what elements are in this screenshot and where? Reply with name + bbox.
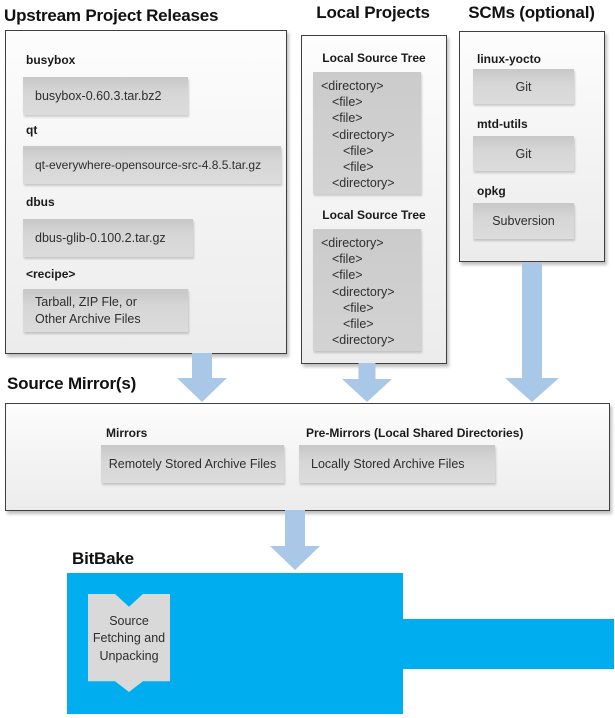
scm-tool-box: Git (473, 136, 574, 171)
scm-tool-box: Subversion (473, 203, 574, 239)
scm-tool-name: Subversion (492, 214, 555, 228)
scm-project-label: mtd-utils (477, 117, 528, 131)
bitbake-output-bar (403, 619, 614, 669)
tree-entry: <directory> (332, 127, 395, 142)
archive-box: busybox-0.60.3.tar.bz2 (23, 77, 188, 115)
scm-tool-name: Git (515, 79, 532, 94)
archive-box: Tarball, ZIP Fle, or Other Archive Files (23, 289, 188, 332)
scm-project-label: linux-yocto (477, 52, 542, 66)
source-mirrors-panel: Mirrors Remotely Stored Archive Files Pr… (5, 403, 610, 511)
upstream-panel: busybox busybox-0.60.3.tar.bz2 qt qt-eve… (5, 30, 287, 354)
archive-box: dbus-glib-0.100.2.tar.gz (23, 219, 193, 257)
local-projects-heading: Local Projects (316, 3, 430, 22)
mirrors-box: Remotely Stored Archive Files (101, 445, 284, 483)
upstream-heading: Upstream Project Releases (4, 6, 219, 25)
down-arrow-icon (177, 353, 227, 402)
tree-entry: <file> (343, 317, 374, 332)
bitbake-heading: BitBake (72, 549, 134, 568)
premirrors-box-text: Locally Stored Archive Files (311, 457, 465, 471)
premirrors-box: Locally Stored Archive Files (299, 445, 495, 483)
tree-entry: <directory> (332, 333, 395, 348)
package-label: dbus (26, 195, 55, 209)
package-label: qt (26, 123, 38, 137)
source-fetching-banner: Source Fetching and Unpacking (88, 594, 170, 692)
tree-entry: <file> (332, 111, 363, 126)
tree-entry: <file> (343, 300, 374, 315)
archive-filename: Tarball, ZIP Fle, or Other Archive Files (35, 294, 141, 326)
source-tree-label: Local Source Tree (322, 208, 426, 222)
scm-project-label: opkg (477, 184, 506, 198)
source-tree-label: Local Source Tree (322, 51, 426, 65)
source-tree-box: <directory> <file> <file> <directory> <f… (313, 72, 421, 194)
tree-entry: <file> (332, 252, 363, 267)
source-fetching-banner-text: Source Fetching and Unpacking (92, 613, 166, 663)
scm-tool-box: Git (473, 69, 574, 104)
tree-entry: <file> (332, 268, 363, 283)
archive-filename: qt-everywhere-opensource-src-4.8.5.tar.g… (35, 158, 262, 172)
premirrors-label: Pre-Mirrors (Local Shared Directories) (306, 426, 524, 440)
down-arrow-icon (270, 510, 320, 570)
source-mirrors-heading: Source Mirror(s) (7, 374, 137, 393)
scms-heading: SCMs (optional) (468, 3, 595, 22)
archive-filename: dbus-glib-0.100.2.tar.gz (35, 231, 166, 245)
scms-panel: linux-yocto Git mtd-utils Git opkg Subve… (459, 31, 605, 262)
tree-entry: <file> (343, 143, 374, 158)
down-arrow-icon (505, 263, 559, 402)
mirrors-box-text: Remotely Stored Archive Files (108, 457, 277, 471)
tree-entry: <directory> (332, 284, 395, 299)
scm-tool-name: Git (515, 146, 532, 161)
archive-filename: busybox-0.60.3.tar.bz2 (35, 89, 162, 103)
local-projects-panel: Local Source Tree <directory> <file> <fi… (301, 35, 447, 364)
tree-entry: <directory> (321, 79, 384, 93)
down-arrow-icon (342, 363, 392, 402)
package-label: busybox (26, 53, 76, 67)
mirrors-label: Mirrors (106, 426, 148, 440)
tree-entry: <directory> (321, 236, 384, 250)
tree-entry: <directory> (332, 176, 395, 191)
tree-entry: <file> (343, 160, 374, 175)
source-tree-box: <directory> <file> <file> <directory> <f… (313, 229, 421, 351)
archive-box: qt-everywhere-opensource-src-4.8.5.tar.g… (23, 146, 281, 184)
tree-entry: <file> (332, 95, 363, 110)
package-label: <recipe> (26, 267, 76, 281)
